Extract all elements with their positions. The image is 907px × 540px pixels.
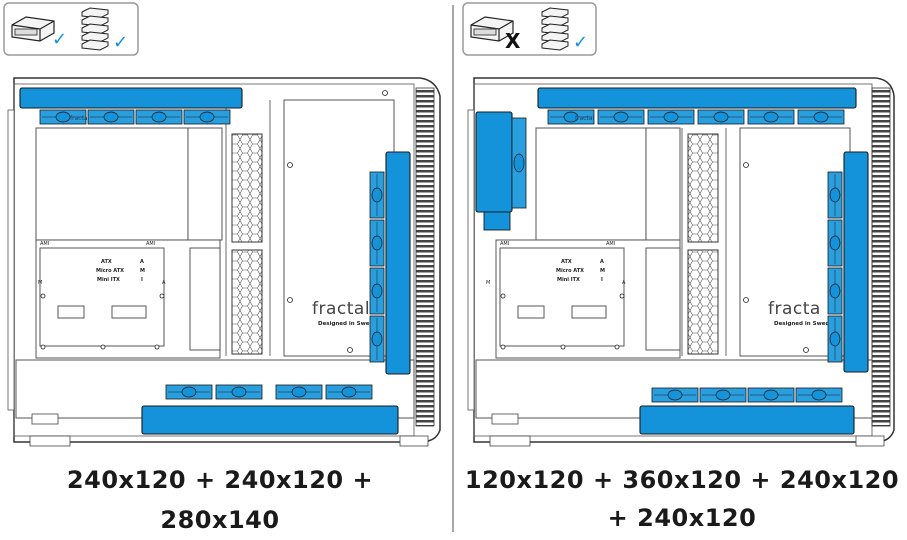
left-drive-mark: ✓ <box>52 29 67 50</box>
right-a-label: A <box>600 259 604 265</box>
right-top-fan-brand: fractal <box>575 115 595 122</box>
right-m2-label: A <box>622 280 626 286</box>
left-atx-label: ATX <box>101 259 112 265</box>
drive-tray-icon <box>81 7 109 51</box>
left-itx-label: Mini ITX <box>97 277 120 283</box>
left-ami-label-left: AMI <box>40 241 49 247</box>
right-ami-label-right: AMI <box>606 241 615 247</box>
left-m2-label: A <box>162 280 166 286</box>
right-top-radiator: fractal <box>537 87 857 125</box>
left-ami-label-right: AMI <box>146 241 155 247</box>
left-caption: 240x120 + 240x120 + 280x140 <box>66 466 374 534</box>
right-m-label: M <box>600 268 605 274</box>
right-ami-label-left: AMI <box>500 241 509 247</box>
right-caption-line2: + 240x120 <box>607 504 757 532</box>
right-m1-label: M <box>486 280 490 286</box>
left-m1-label: M <box>38 280 42 286</box>
right-caption-line1: 120x120 + 360x120 + 240x120 <box>464 466 900 494</box>
left-tray-mark: ✓ <box>113 32 128 53</box>
drive-cage-icon <box>470 16 514 42</box>
right-matx-label: Micro ATX <box>556 268 584 274</box>
right-atx-label: ATX <box>561 259 572 265</box>
left-legend-box: ✓ ✓ <box>3 2 139 56</box>
left-a-label: A <box>140 259 144 265</box>
right-tray-mark: ✓ <box>573 32 588 53</box>
drive-cage-icon <box>11 16 55 42</box>
left-matx-label: Micro ATX <box>96 268 124 274</box>
left-front-radiator <box>369 151 411 375</box>
right-bottom-radiator <box>639 387 855 435</box>
left-top-radiator: fractal <box>19 87 243 125</box>
right-brand-tagline: Designed in Sweden <box>774 321 837 327</box>
right-front-radiator <box>827 151 869 373</box>
right-brand-logo: fracta <box>768 299 821 319</box>
left-case: AMI AMI ATX Micro ATX Mini ITX A M I M A… <box>7 77 441 447</box>
right-itx-label: Mini ITX <box>557 277 580 283</box>
right-legend-box: X ✓ <box>462 2 597 56</box>
drive-tray-icon <box>541 7 569 51</box>
left-top-fan-brand: fractal <box>70 115 90 122</box>
right-drive-mark: X <box>505 29 521 53</box>
left-i-label: I <box>141 277 143 283</box>
right-rear-radiator <box>475 111 527 231</box>
left-m-label: M <box>140 268 145 274</box>
left-brand-tagline: Designed in Sweden <box>318 321 381 327</box>
right-i-label: I <box>601 277 603 283</box>
left-brand-logo: fractal <box>312 299 370 319</box>
left-bottom-radiator <box>141 384 399 435</box>
